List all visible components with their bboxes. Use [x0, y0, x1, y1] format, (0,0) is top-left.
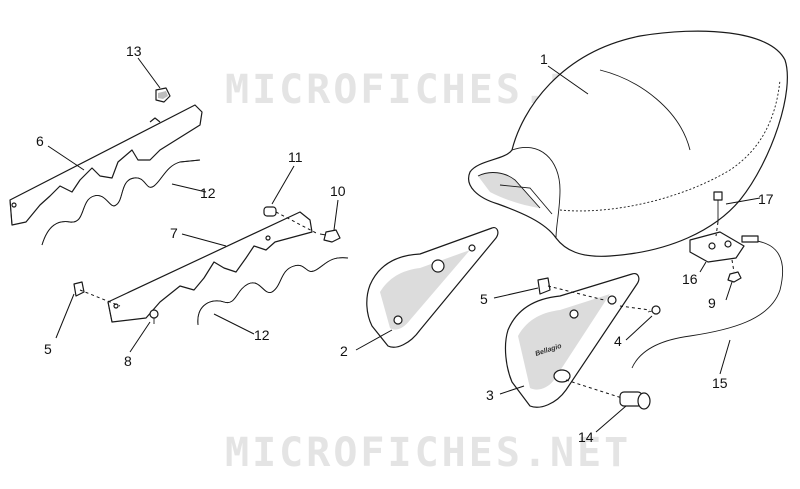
callout-15: 15: [712, 375, 728, 391]
left-side-cover-part: [366, 227, 499, 348]
callout-8: 8: [124, 353, 132, 369]
callout-leaders: [47, 57, 761, 433]
callout-17: 17: [758, 191, 774, 207]
nut-13-part: [155, 87, 171, 103]
nut-9-part: [727, 271, 742, 283]
callout-2: 2: [340, 343, 348, 359]
callout-9: 9: [708, 295, 716, 311]
seat-part: [468, 30, 788, 257]
cable-15-part: [631, 235, 784, 369]
callout-5-left: 5: [44, 341, 52, 357]
assembly-guides: [79, 211, 735, 399]
watermark-bottom: MICROFICHES.NET: [225, 430, 631, 476]
callout-1: 1: [540, 51, 548, 67]
callout-6: 6: [36, 133, 44, 149]
bolt-17-part: [713, 191, 723, 222]
callout-14: 14: [578, 429, 594, 445]
callout-labels: 1 2 3 4 5 5 6 7 8 9 10 11 12 12 13 14 15…: [36, 43, 774, 445]
callout-13: 13: [126, 43, 142, 59]
callout-12-lower: 12: [254, 327, 270, 343]
callout-11: 11: [288, 149, 303, 165]
lower-wire-part: [197, 257, 349, 326]
lock-cylinder-14-part: [619, 391, 651, 410]
screw-4-part: [647, 305, 661, 315]
clip-5-left-part: [73, 281, 85, 297]
callout-10: 10: [330, 183, 346, 199]
callout-12-upper: 12: [200, 185, 216, 201]
callout-16: 16: [682, 271, 698, 287]
clip-5-right-part: [537, 277, 551, 295]
upper-wire-part: [41, 159, 201, 246]
seat-lock-16-part: [689, 231, 745, 263]
right-side-cover-part: Bellagio: [504, 273, 640, 408]
callout-3: 3: [486, 387, 494, 403]
upper-bracket-part: [9, 104, 203, 226]
callout-7: 7: [170, 225, 178, 241]
screw-8-part: [149, 309, 159, 324]
callout-5-right: 5: [480, 291, 488, 307]
callout-4: 4: [614, 333, 622, 349]
lower-bracket-part: [107, 211, 313, 323]
screw-10-part: [319, 229, 341, 243]
spacer-11-part: [263, 206, 277, 217]
